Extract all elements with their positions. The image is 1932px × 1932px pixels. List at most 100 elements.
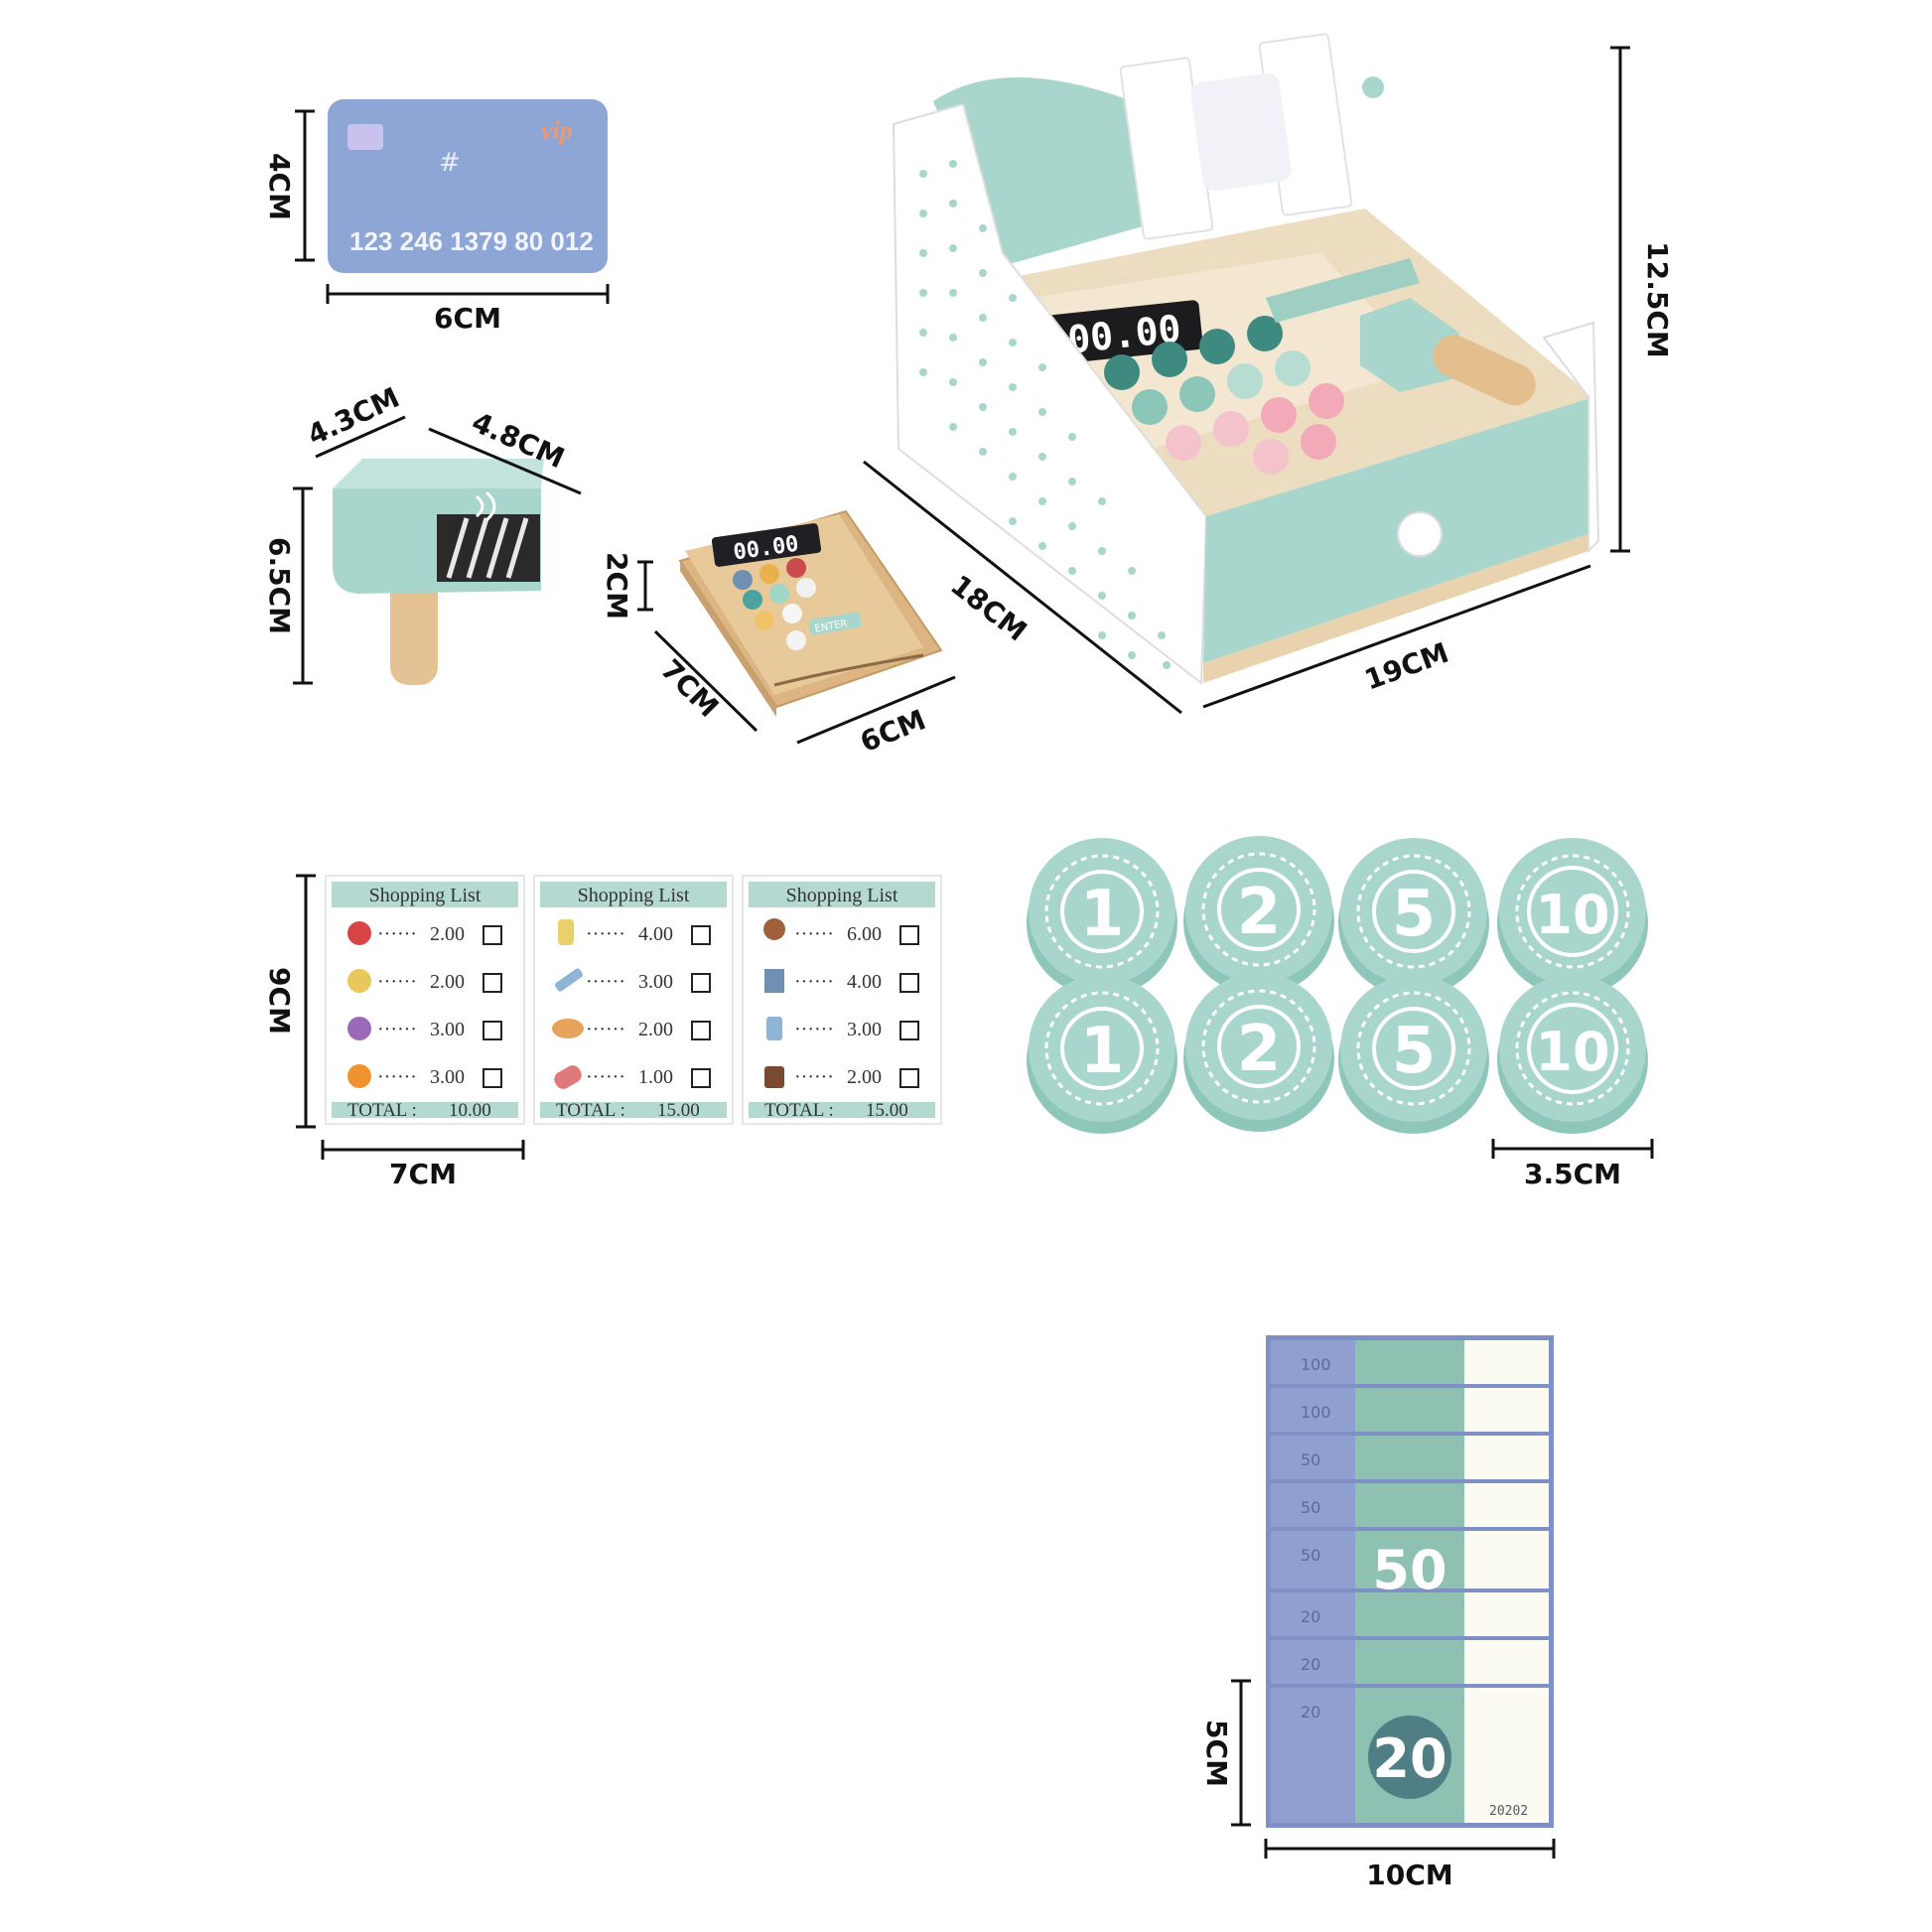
svg-text:······: ······ — [794, 923, 834, 945]
apple-icon — [347, 921, 371, 945]
grapes-icon — [347, 1017, 371, 1040]
scanner-depth-dimension: 4.3CM — [303, 381, 406, 459]
svg-text:6CM: 6CM — [856, 703, 930, 759]
item-price: 3.00 — [847, 1019, 882, 1040]
svg-text:50: 50 — [1301, 1450, 1320, 1469]
svg-text:2: 2 — [1237, 1013, 1282, 1086]
svg-text:4CM: 4CM — [263, 153, 296, 220]
banknote: 50 — [1271, 1483, 1549, 1527]
item-price: 6.00 — [847, 923, 882, 945]
svg-text:······: ······ — [794, 1019, 834, 1040]
svg-text:······: ······ — [794, 1066, 834, 1088]
banknote-front: 20 20 20202 — [1271, 1688, 1549, 1823]
svg-text:2CM: 2CM — [601, 552, 633, 620]
svg-text:10: 10 — [1535, 884, 1609, 946]
total-value: 15.00 — [657, 1100, 700, 1121]
checkbox — [691, 973, 711, 993]
cupcake-icon — [763, 918, 785, 940]
svg-text:20: 20 — [1301, 1655, 1320, 1674]
cart-icon: # — [439, 148, 461, 178]
banknote: 20 — [1271, 1592, 1549, 1636]
list-width-dimension: 7CM — [321, 1140, 525, 1190]
coin: 5 — [1338, 975, 1489, 1134]
svg-text:20: 20 — [1301, 1607, 1320, 1626]
card-height-dimension: 4CM — [263, 109, 315, 262]
banknote: 50 50 — [1271, 1531, 1549, 1601]
total-label: TOTAL : — [347, 1100, 417, 1121]
svg-text:3.5CM: 3.5CM — [1524, 1158, 1621, 1190]
checkbox — [899, 925, 919, 945]
svg-text:······: ······ — [377, 1066, 417, 1088]
wireless-icon — [475, 490, 496, 522]
svg-text:100: 100 — [1301, 1355, 1331, 1374]
shopping-list-3: Shopping List ······ 6.00 ······ 4.00 ··… — [742, 875, 942, 1125]
item-price: 4.00 — [638, 923, 673, 945]
scanner-height-dimension: 6.5CM — [263, 486, 313, 685]
coin: 10 — [1497, 975, 1648, 1134]
svg-text:5CM: 5CM — [1200, 1720, 1233, 1787]
banknote: 50 — [1271, 1436, 1549, 1479]
svg-text:······: ······ — [377, 1019, 417, 1040]
svg-text:20: 20 — [1301, 1703, 1320, 1722]
item-price: ······ — [377, 923, 417, 945]
svg-text:50: 50 — [1301, 1546, 1320, 1565]
item-price: 3.00 — [430, 1019, 465, 1040]
svg-text:5: 5 — [1392, 878, 1437, 951]
checkbox — [899, 973, 919, 993]
total-label: TOTAL : — [556, 1100, 625, 1121]
banknote-stack: 100 100 50 50 50 50 — [1266, 1335, 1554, 1828]
note-height-dimension: 5CM — [1200, 1679, 1251, 1827]
total-value: 15.00 — [866, 1100, 908, 1121]
svg-text:10CM: 10CM — [1366, 1859, 1452, 1891]
banknote: 100 — [1271, 1388, 1549, 1432]
vip-card: vip # 123 246 1379 80 012 — [328, 99, 608, 273]
coin: 2 — [1183, 973, 1334, 1132]
svg-text:20: 20 — [1372, 1727, 1447, 1790]
svg-text:5: 5 — [1392, 1015, 1437, 1088]
coins: 1 2 5 10 1 — [1027, 836, 1648, 1134]
svg-text:18CM: 18CM — [944, 569, 1033, 648]
svg-text:1: 1 — [1080, 1015, 1125, 1088]
total-label: TOTAL : — [764, 1100, 834, 1121]
shopping-list-title: Shopping List — [369, 885, 482, 906]
total-value: 10.00 — [449, 1100, 491, 1121]
lemon-icon — [347, 969, 371, 993]
item-price: 2.00 — [430, 923, 465, 945]
register-height-dimension: 12.5CM — [1610, 46, 1674, 553]
checkbox — [899, 1021, 919, 1040]
coin: 5 — [1338, 838, 1489, 997]
svg-text:6CM: 6CM — [434, 302, 501, 335]
snack-bag-icon — [764, 969, 784, 993]
drawer-knob — [1397, 511, 1443, 557]
sausage-icon — [554, 1065, 582, 1089]
checkbox — [483, 973, 502, 993]
coin: 1 — [1027, 975, 1177, 1134]
list-height-dimension: 9CM — [263, 874, 316, 1129]
checkbox — [483, 1021, 502, 1040]
shopping-list-1: Shopping List ······ 2.00 ······ 2.00 ··… — [325, 875, 525, 1125]
coin: 10 — [1497, 838, 1648, 997]
svg-text:······: ······ — [586, 923, 625, 945]
item-price: 4.00 — [847, 971, 882, 993]
checkbox — [483, 925, 502, 945]
coin: 1 — [1027, 838, 1177, 997]
item-price: 3.00 — [430, 1066, 465, 1088]
shopping-list-2: Shopping List ······ 4.00 ······ 3.00 ··… — [533, 875, 734, 1125]
can-icon — [766, 1017, 782, 1040]
banknote: 20 — [1271, 1640, 1549, 1684]
svg-text:······: ······ — [586, 1066, 625, 1088]
bottle-icon — [558, 919, 574, 945]
coin-diameter-dimension: 3.5CM — [1491, 1139, 1654, 1190]
card-width-dimension: 6CM — [326, 284, 610, 335]
item-price: 2.00 — [847, 1066, 882, 1088]
svg-text:······: ······ — [377, 971, 417, 993]
card-brand: vip — [541, 116, 573, 145]
toothpaste-icon — [555, 968, 583, 992]
svg-text:······: ······ — [586, 971, 625, 993]
checkbox — [691, 1068, 711, 1088]
item-price: 3.00 — [638, 971, 673, 993]
svg-text:······: ······ — [794, 971, 834, 993]
svg-text:50: 50 — [1372, 1539, 1447, 1601]
svg-text:100: 100 — [1301, 1403, 1331, 1422]
note-width-dimension: 10CM — [1264, 1839, 1556, 1891]
